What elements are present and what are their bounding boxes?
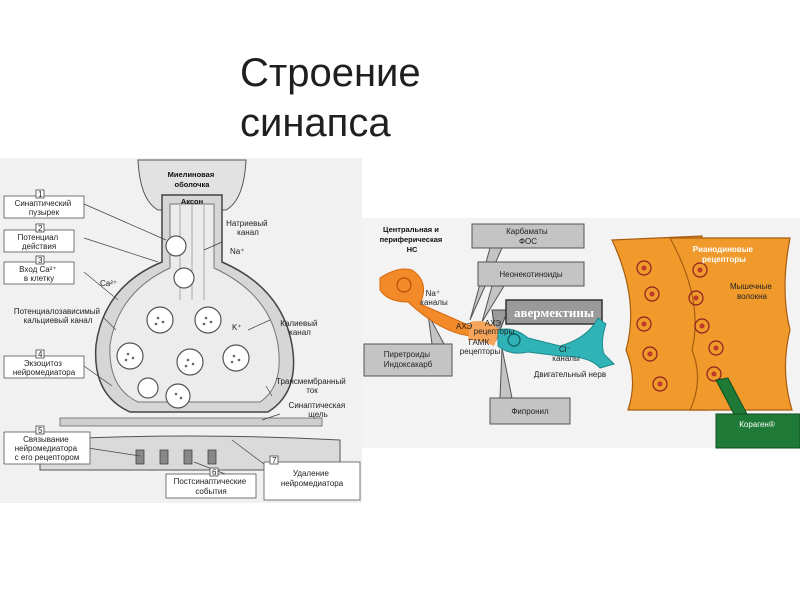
slide-title-line-1: Строение — [240, 51, 421, 95]
label-coragen: Кораген® — [739, 420, 775, 429]
label-postsynaptic-events: Постсинаптические события — [174, 477, 249, 496]
label-sodium-channel: Натриевый канал — [226, 219, 270, 237]
label-number-4: 4 — [38, 350, 43, 359]
label-number-6: 6 — [212, 468, 217, 477]
label-ryanodine-receptors: Рианодиновые рецепторы — [693, 245, 755, 264]
orange-neuron — [379, 268, 500, 346]
label-central-ns: Центральная и периферическая НС — [380, 225, 445, 254]
vesicle — [146, 306, 174, 334]
box-avermectins — [505, 299, 603, 325]
synaptic-cleft — [59, 417, 323, 427]
label-binding: Связывание нейромедиатора с его рецептор… — [15, 435, 80, 462]
insecticide-diagram: авермектины — [362, 218, 800, 449]
vesicle — [173, 267, 195, 289]
slide-title: Строение синапса — [240, 48, 421, 148]
label-na-channels: Na⁺ каналы — [420, 289, 448, 307]
muscle-fiber-right — [668, 237, 793, 411]
ryanodine-receptors — [636, 260, 724, 392]
label-ach: АХЭ — [456, 322, 472, 331]
label-fipronil: Фипронил — [511, 407, 549, 416]
teal-neuron — [497, 317, 615, 369]
label-motor-nerve: Двигательный нерв — [534, 370, 606, 379]
label-voltage-ca-channel: Потенциалозависимый кальциевый канал — [14, 307, 102, 325]
label-number-2: 2 — [38, 224, 43, 233]
synaptic-vesicles — [116, 235, 250, 409]
label-k-ion: K⁺ — [232, 323, 242, 332]
label-axon: Аксон — [181, 197, 203, 206]
label-number-1: 1 — [38, 190, 43, 199]
label-number-5: 5 — [38, 426, 43, 435]
vesicle — [222, 344, 250, 372]
label-action-potential: Потенциал действия — [18, 233, 61, 251]
vesicle — [194, 306, 222, 334]
label-synaptic-cleft: Синаптическая щель — [289, 401, 348, 419]
box-carbamates — [471, 223, 585, 249]
label-removal: Удаление нейромедиатора — [281, 469, 344, 488]
vesicle — [165, 383, 191, 409]
postsynaptic-receptors — [135, 449, 217, 465]
label-number-3: 3 — [38, 256, 43, 265]
pointer-fipronil — [499, 347, 513, 399]
label-avermectins: авермектины — [514, 305, 594, 320]
label-exocytosis: Экзоцитоз нейромедиатора — [13, 359, 76, 377]
label-vesicle: Синаптический пузырек — [15, 199, 74, 217]
vesicle — [165, 235, 187, 257]
box-pyrethroids — [363, 343, 453, 377]
pointer-neonicotinoids — [481, 285, 505, 323]
box-coragen — [715, 413, 800, 449]
label-muscle-fibers: Мышечные волокна — [730, 282, 774, 301]
vesicle — [176, 348, 204, 376]
vesicle — [116, 342, 144, 370]
label-carbamates: Карбаматы ФОС — [506, 227, 550, 246]
slide-title-line-2: синапса — [240, 101, 391, 145]
label-potassium-channel: Калиевый канал — [280, 319, 319, 337]
vesicle — [137, 377, 159, 399]
label-cl-channels: Cl⁻ каналы — [552, 345, 580, 363]
synapse-diagram: Миелиновая оболочка Аксон 1 Синаптически… — [0, 158, 362, 503]
label-gaba-receptors: ГАМК рецепторы — [460, 338, 501, 356]
label-pyrethroids: Пиретроиды Индоксакарб — [384, 350, 433, 369]
label-ach-receptors: АХЭ рецепторы — [474, 319, 515, 336]
label-ca-ion: Ca²⁺ — [100, 279, 117, 288]
label-number-7: 7 — [272, 456, 277, 465]
label-na-ion: Na⁺ — [230, 247, 244, 256]
label-neonicotinoids: Неонекотиноиды — [499, 270, 563, 279]
label-ca-entry: Вход Ca²⁺ в клетку — [19, 265, 59, 283]
box-fipronil — [489, 397, 571, 425]
label-myelin: Миелиновая оболочка — [168, 170, 217, 189]
box-neonicotinoids — [477, 261, 585, 287]
label-transmembrane-current: Трансмембранный ток — [276, 377, 348, 395]
